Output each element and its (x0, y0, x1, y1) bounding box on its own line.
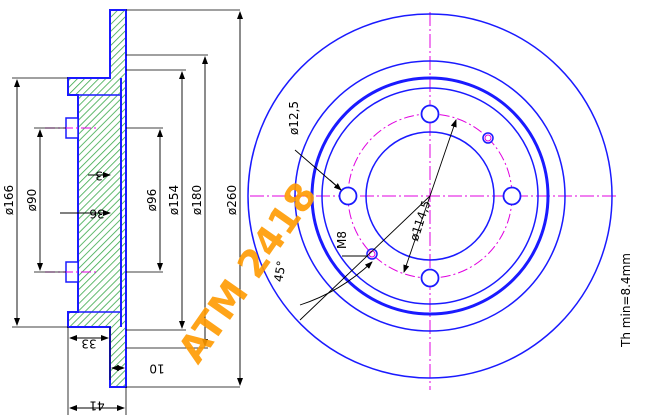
section-view: ø166 ø90 3 36 ø96 ø154 ø180 ø260 33 10 4… (2, 9, 243, 415)
dimension-lines (14, 11, 243, 411)
dim-d96: ø96 (145, 189, 159, 212)
bolt-hole-top (420, 104, 440, 124)
thread-hole-bottom-left (366, 248, 378, 260)
outer-diameter-circle (247, 13, 613, 379)
hat-inner-circle (321, 87, 539, 305)
friction-ring-outer-circle (294, 60, 566, 332)
thread-hole-top-right (482, 132, 494, 144)
label-hole-diameter: ø12,5 (287, 101, 301, 135)
dim-d260: ø260 (225, 185, 239, 215)
dim-d10: 10 (149, 362, 164, 376)
bolt-hole-right (502, 186, 522, 206)
min-thickness-note: Th min=8.4mm (619, 253, 633, 348)
dim-d180: ø180 (190, 185, 204, 215)
hat-outer-circle (310, 76, 550, 316)
dim-d41: 41 (89, 399, 104, 413)
dim-d36: 36 (89, 207, 104, 221)
label-pitch-diameter: ø114,5 (407, 199, 433, 243)
front-view-leaders (294, 119, 457, 321)
dim-d3: 3 (95, 169, 103, 183)
bolt-hole-bottom (420, 268, 440, 288)
dim-d33: 33 (81, 337, 96, 351)
label-thread: M8 (335, 231, 349, 249)
dim-d166: ø166 (2, 185, 16, 215)
disc-section-profile (67, 9, 127, 388)
dim-d90: ø90 (25, 189, 39, 212)
extension-lines (12, 9, 240, 415)
dim-d154: ø154 (167, 185, 181, 215)
bolt-hole-left (338, 186, 358, 206)
label-angle: 45° (271, 260, 288, 283)
